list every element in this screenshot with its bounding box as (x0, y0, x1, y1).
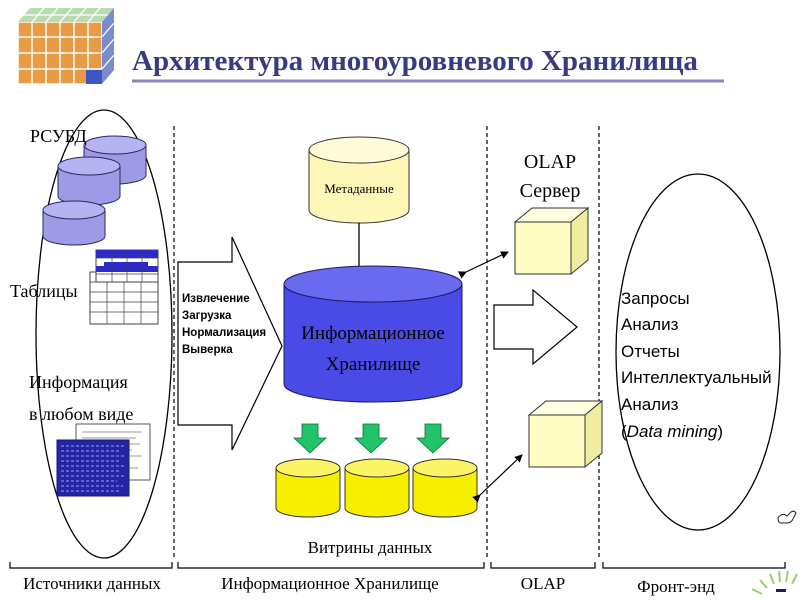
process-step-load: Загрузка (182, 310, 232, 322)
page-title: Архитектура многоуровневого Хранилища (132, 45, 698, 77)
info-label-line2: в любом виде (29, 404, 133, 424)
datamart-cylinder (344, 458, 410, 518)
frontend-item-queries: Запросы (621, 289, 690, 308)
metadata-cylinder (308, 136, 410, 224)
data-cube-logo (17, 7, 115, 85)
info-label-line1: Информация (29, 372, 128, 392)
bracket-sources (9, 562, 173, 569)
datamining-term: Data mining (627, 422, 718, 441)
section-warehouse: Информационное Хранилище (221, 574, 438, 593)
connector-warehouse-olap (457, 251, 509, 279)
frontend-ellipse (615, 173, 781, 531)
bracket-warehouse (177, 562, 485, 569)
process-step-normalize: Нормализация (182, 327, 266, 339)
olap-cube-icon (527, 399, 604, 469)
olap-label-line1: OLAP (524, 151, 576, 173)
tables-label: Таблицы (10, 281, 78, 301)
sources-ellipse (35, 109, 173, 559)
process-step-extract: Извлечение (182, 293, 250, 305)
etl-arrow (177, 236, 283, 451)
bracket-frontend (602, 562, 786, 569)
bracket-olap (490, 562, 596, 569)
datamart-cylinder (412, 458, 478, 518)
datamarts-label: Витрины данных (308, 538, 433, 557)
tables-icon (89, 249, 159, 325)
loading-spinner-icon (751, 570, 798, 595)
rdbms-label: РСУБД (30, 126, 87, 146)
section-frontend: Фронт-энд (637, 577, 715, 596)
warehouse-cylinder (283, 265, 463, 403)
green-arrow-icon (415, 423, 451, 454)
warehouse-label-line1: Информационное (301, 323, 445, 344)
section-olap: OLAP (521, 574, 565, 593)
datamining-open-paren: ( (621, 422, 627, 441)
olap-label-line2: Сервер (520, 180, 581, 202)
section-sources: Источники данных (23, 574, 161, 593)
metadata-label: Метаданные (324, 181, 394, 196)
datamining-close-paren: ) (717, 422, 723, 441)
olap-cube-icon (513, 206, 590, 276)
frontend-item-reports: Отчеты (621, 342, 680, 361)
warehouse-label-line2: Хранилище (326, 354, 421, 375)
rdbms-db-icon (42, 135, 147, 246)
document-icon (56, 423, 151, 497)
green-arrow-icon (292, 423, 328, 454)
corner-dash-icon (776, 589, 786, 592)
datamart-cylinder (275, 458, 341, 518)
frontend-item-datamining: (Data mining) (621, 422, 723, 441)
frontend-item-analysis: Анализ (621, 315, 679, 334)
frontend-arrow (493, 288, 578, 366)
green-arrow-icon (353, 423, 389, 454)
frontend-item-intelligent: Интеллектуальный (621, 368, 772, 387)
connector-datamart-olap (472, 454, 523, 503)
process-step-reconcile: Выверка (182, 344, 233, 356)
hand-pointer-icon (777, 510, 797, 524)
frontend-item-analysis-2: Анализ (621, 395, 679, 414)
